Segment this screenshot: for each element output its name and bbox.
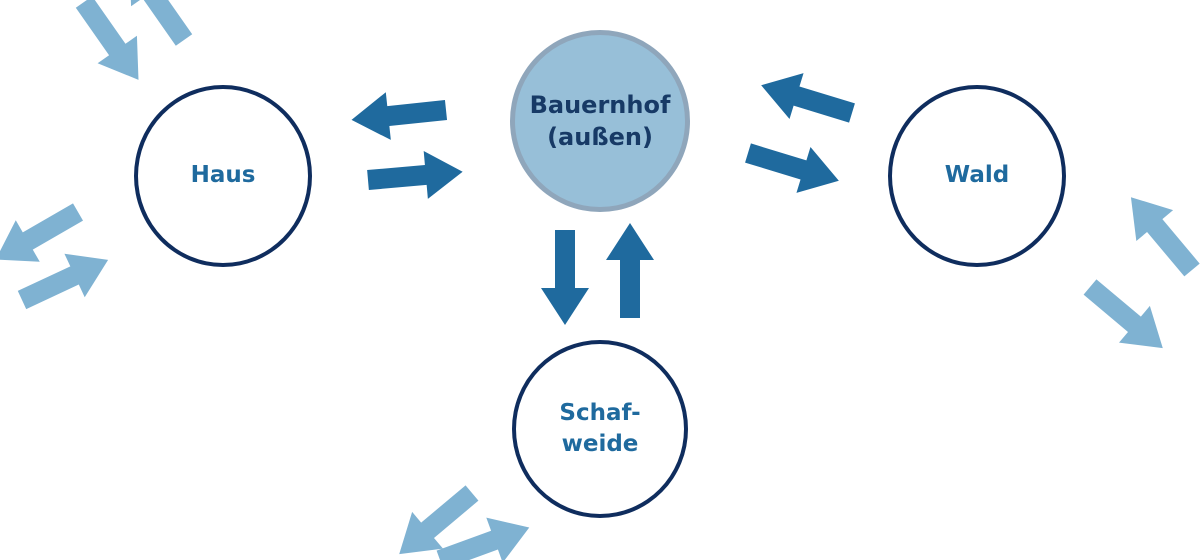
node-wald: Wald	[888, 85, 1066, 267]
arrow-bauernhof-to-haus	[349, 86, 449, 144]
node-haus-label: Haus	[190, 162, 256, 189]
arrow-bauernhof-to-wald	[740, 130, 846, 204]
node-bauernhof-label: Bauernhof (außen)	[529, 90, 671, 151]
node-haus: Haus	[134, 85, 312, 267]
node-schafweide-label: Schaf- weide	[559, 399, 641, 457]
arrow-top-left-down	[64, 0, 159, 94]
arrow-bauernhof-to-schafweide	[541, 230, 589, 325]
node-wald-label: Wald	[944, 162, 1010, 189]
node-bauernhof: Bauernhof (außen)	[510, 30, 690, 212]
node-schafweide: Schaf- weide	[512, 340, 688, 518]
arrow-haus-to-bauernhof	[365, 147, 465, 204]
arrow-right-up	[1112, 181, 1200, 286]
arrow-schafweide-to-bauernhof	[606, 223, 654, 318]
arrow-wald-to-bauernhof	[754, 62, 860, 136]
arrow-right-down	[1074, 268, 1179, 367]
